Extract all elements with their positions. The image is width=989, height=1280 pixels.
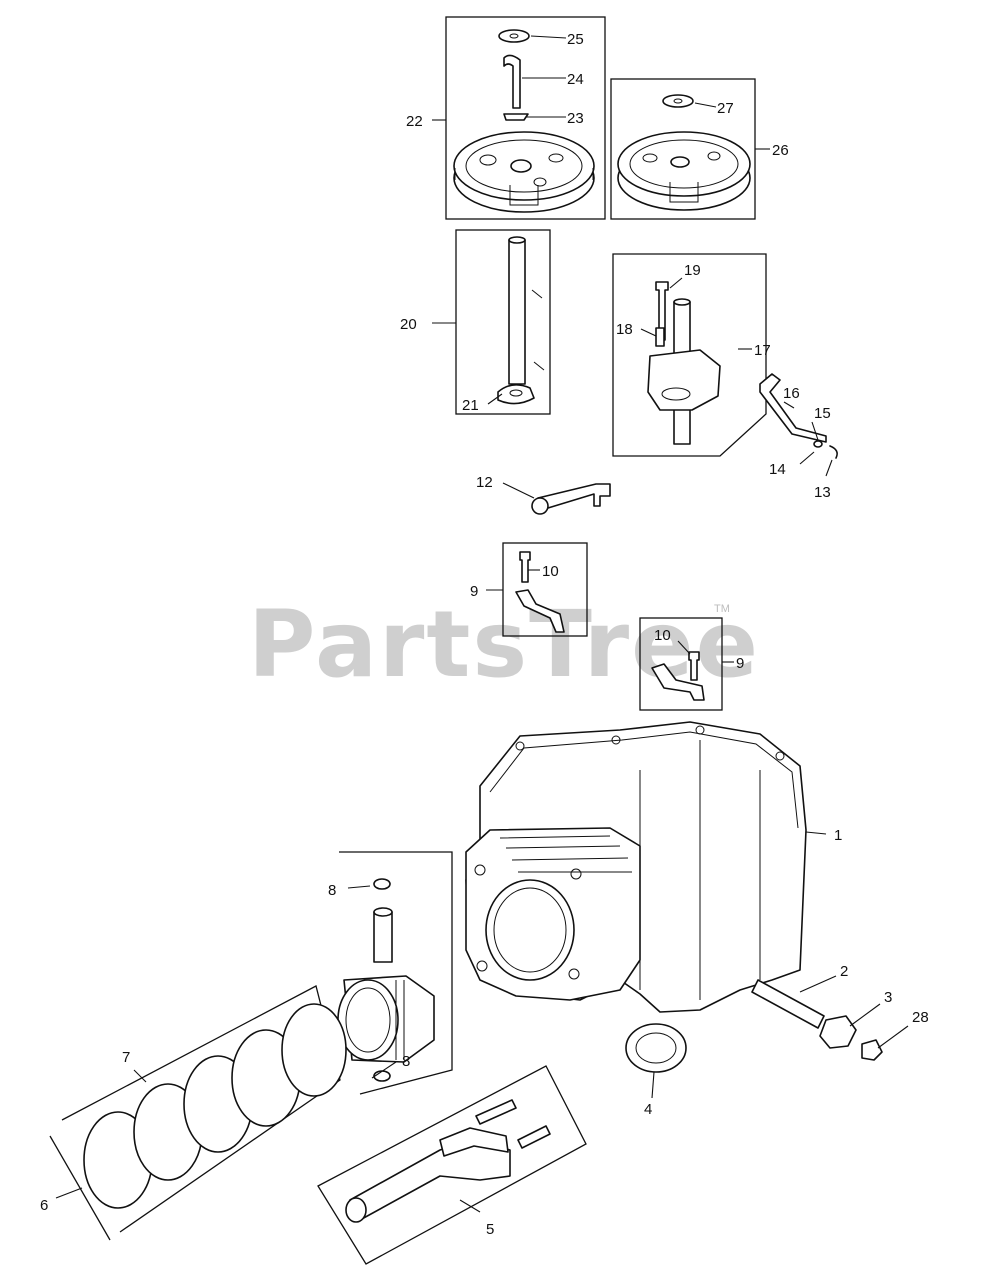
callout-22: 22 xyxy=(406,113,423,130)
cam-gear-part[interactable] xyxy=(453,131,595,213)
nut-part[interactable] xyxy=(819,1015,857,1049)
callout-8-top: 8 xyxy=(328,882,336,899)
breather-tube-part[interactable] xyxy=(537,483,611,509)
piston-assembly-group xyxy=(337,851,453,1095)
oil-seal-part[interactable] xyxy=(625,1023,687,1073)
group-box-17 xyxy=(612,253,767,457)
crankcase-part[interactable] xyxy=(465,721,807,1013)
callout-28: 28 xyxy=(912,1009,929,1026)
pin-clip-part[interactable] xyxy=(829,445,838,459)
piston-ring-part[interactable] xyxy=(281,1003,347,1097)
callout-9-lower: 9 xyxy=(736,655,744,672)
governor-lever-part[interactable] xyxy=(759,373,827,443)
rod-bolt-part[interactable] xyxy=(517,1125,551,1149)
gear-part[interactable] xyxy=(617,131,751,211)
bolt-part[interactable] xyxy=(519,551,531,583)
bolt-part[interactable] xyxy=(688,651,700,681)
callout-7: 7 xyxy=(122,1049,130,1066)
connecting-rod-part[interactable] xyxy=(345,1127,511,1223)
pin-part[interactable] xyxy=(503,54,521,109)
washer-part[interactable] xyxy=(662,94,694,108)
oil-fill-pipe-part[interactable] xyxy=(751,979,825,1029)
clip-part[interactable] xyxy=(503,113,529,121)
washer-part[interactable] xyxy=(498,29,530,43)
group-box-22 xyxy=(445,16,606,220)
callout-23: 23 xyxy=(567,110,584,127)
camshaft-assembly-group xyxy=(445,16,606,220)
callout-15: 15 xyxy=(814,405,831,422)
callout-labels: 25 24 23 22 27 26 20 21 19 18 17 16 15 1… xyxy=(40,31,929,1238)
drain-plug-part[interactable] xyxy=(861,1039,883,1061)
callout-20: 20 xyxy=(400,316,417,333)
governor-lever-assembly xyxy=(759,373,838,459)
bracket-assembly-group-lower xyxy=(639,617,723,711)
leader-lines xyxy=(55,35,909,1213)
rod-bolt-part[interactable] xyxy=(475,1099,517,1125)
callout-25: 25 xyxy=(567,31,584,48)
bolt-part[interactable] xyxy=(655,281,669,341)
bracket-part[interactable] xyxy=(651,663,705,701)
callout-21: 21 xyxy=(462,397,479,414)
callout-8-bottom: 8 xyxy=(402,1053,410,1070)
group-box-9-lower xyxy=(639,617,723,711)
callout-1: 1 xyxy=(834,827,842,844)
callout-12: 12 xyxy=(476,474,493,491)
retaining-ring-part[interactable] xyxy=(373,878,391,890)
retaining-ring-part[interactable] xyxy=(373,1070,391,1082)
callout-10-lower: 10 xyxy=(654,627,671,644)
bracket-assembly-group-upper xyxy=(502,542,588,637)
callout-24: 24 xyxy=(567,71,584,88)
retainer-part[interactable] xyxy=(497,384,535,405)
callout-14: 14 xyxy=(769,461,786,478)
callout-10-upper: 10 xyxy=(542,563,559,580)
trademark-symbol: TM xyxy=(714,603,730,615)
gear-assembly-group xyxy=(610,78,756,220)
callout-9-upper: 9 xyxy=(470,583,478,600)
callout-19: 19 xyxy=(684,262,701,279)
tube-fitting-part[interactable] xyxy=(531,497,549,515)
group-box-8 xyxy=(339,851,453,1095)
connecting-rod-group xyxy=(317,1065,587,1265)
group-box-20 xyxy=(455,229,551,415)
callout-17: 17 xyxy=(754,342,771,359)
callout-6: 6 xyxy=(40,1197,48,1214)
callout-26: 26 xyxy=(772,142,789,159)
group-box-6 xyxy=(49,1135,111,1241)
callout-18: 18 xyxy=(616,321,633,338)
callout-5: 5 xyxy=(486,1221,494,1238)
callout-3: 3 xyxy=(884,989,892,1006)
callout-4: 4 xyxy=(644,1101,652,1118)
callout-27: 27 xyxy=(717,100,734,117)
washer-small-part[interactable] xyxy=(813,440,823,448)
piston-part[interactable] xyxy=(337,975,435,1063)
bracket-part[interactable] xyxy=(515,589,565,633)
dowel-pin-part[interactable] xyxy=(655,327,665,347)
shaft-part[interactable] xyxy=(508,239,526,385)
governor-assembly-group xyxy=(612,253,767,457)
wrist-pin-part[interactable] xyxy=(373,911,393,963)
governor-body-part[interactable] xyxy=(647,349,721,411)
piston-ring-set-group xyxy=(49,985,347,1241)
callout-2: 2 xyxy=(840,963,848,980)
callout-16: 16 xyxy=(783,385,800,402)
callout-13: 13 xyxy=(814,484,831,501)
shaft-assembly-group xyxy=(455,229,551,415)
group-box-5 xyxy=(317,1065,587,1265)
